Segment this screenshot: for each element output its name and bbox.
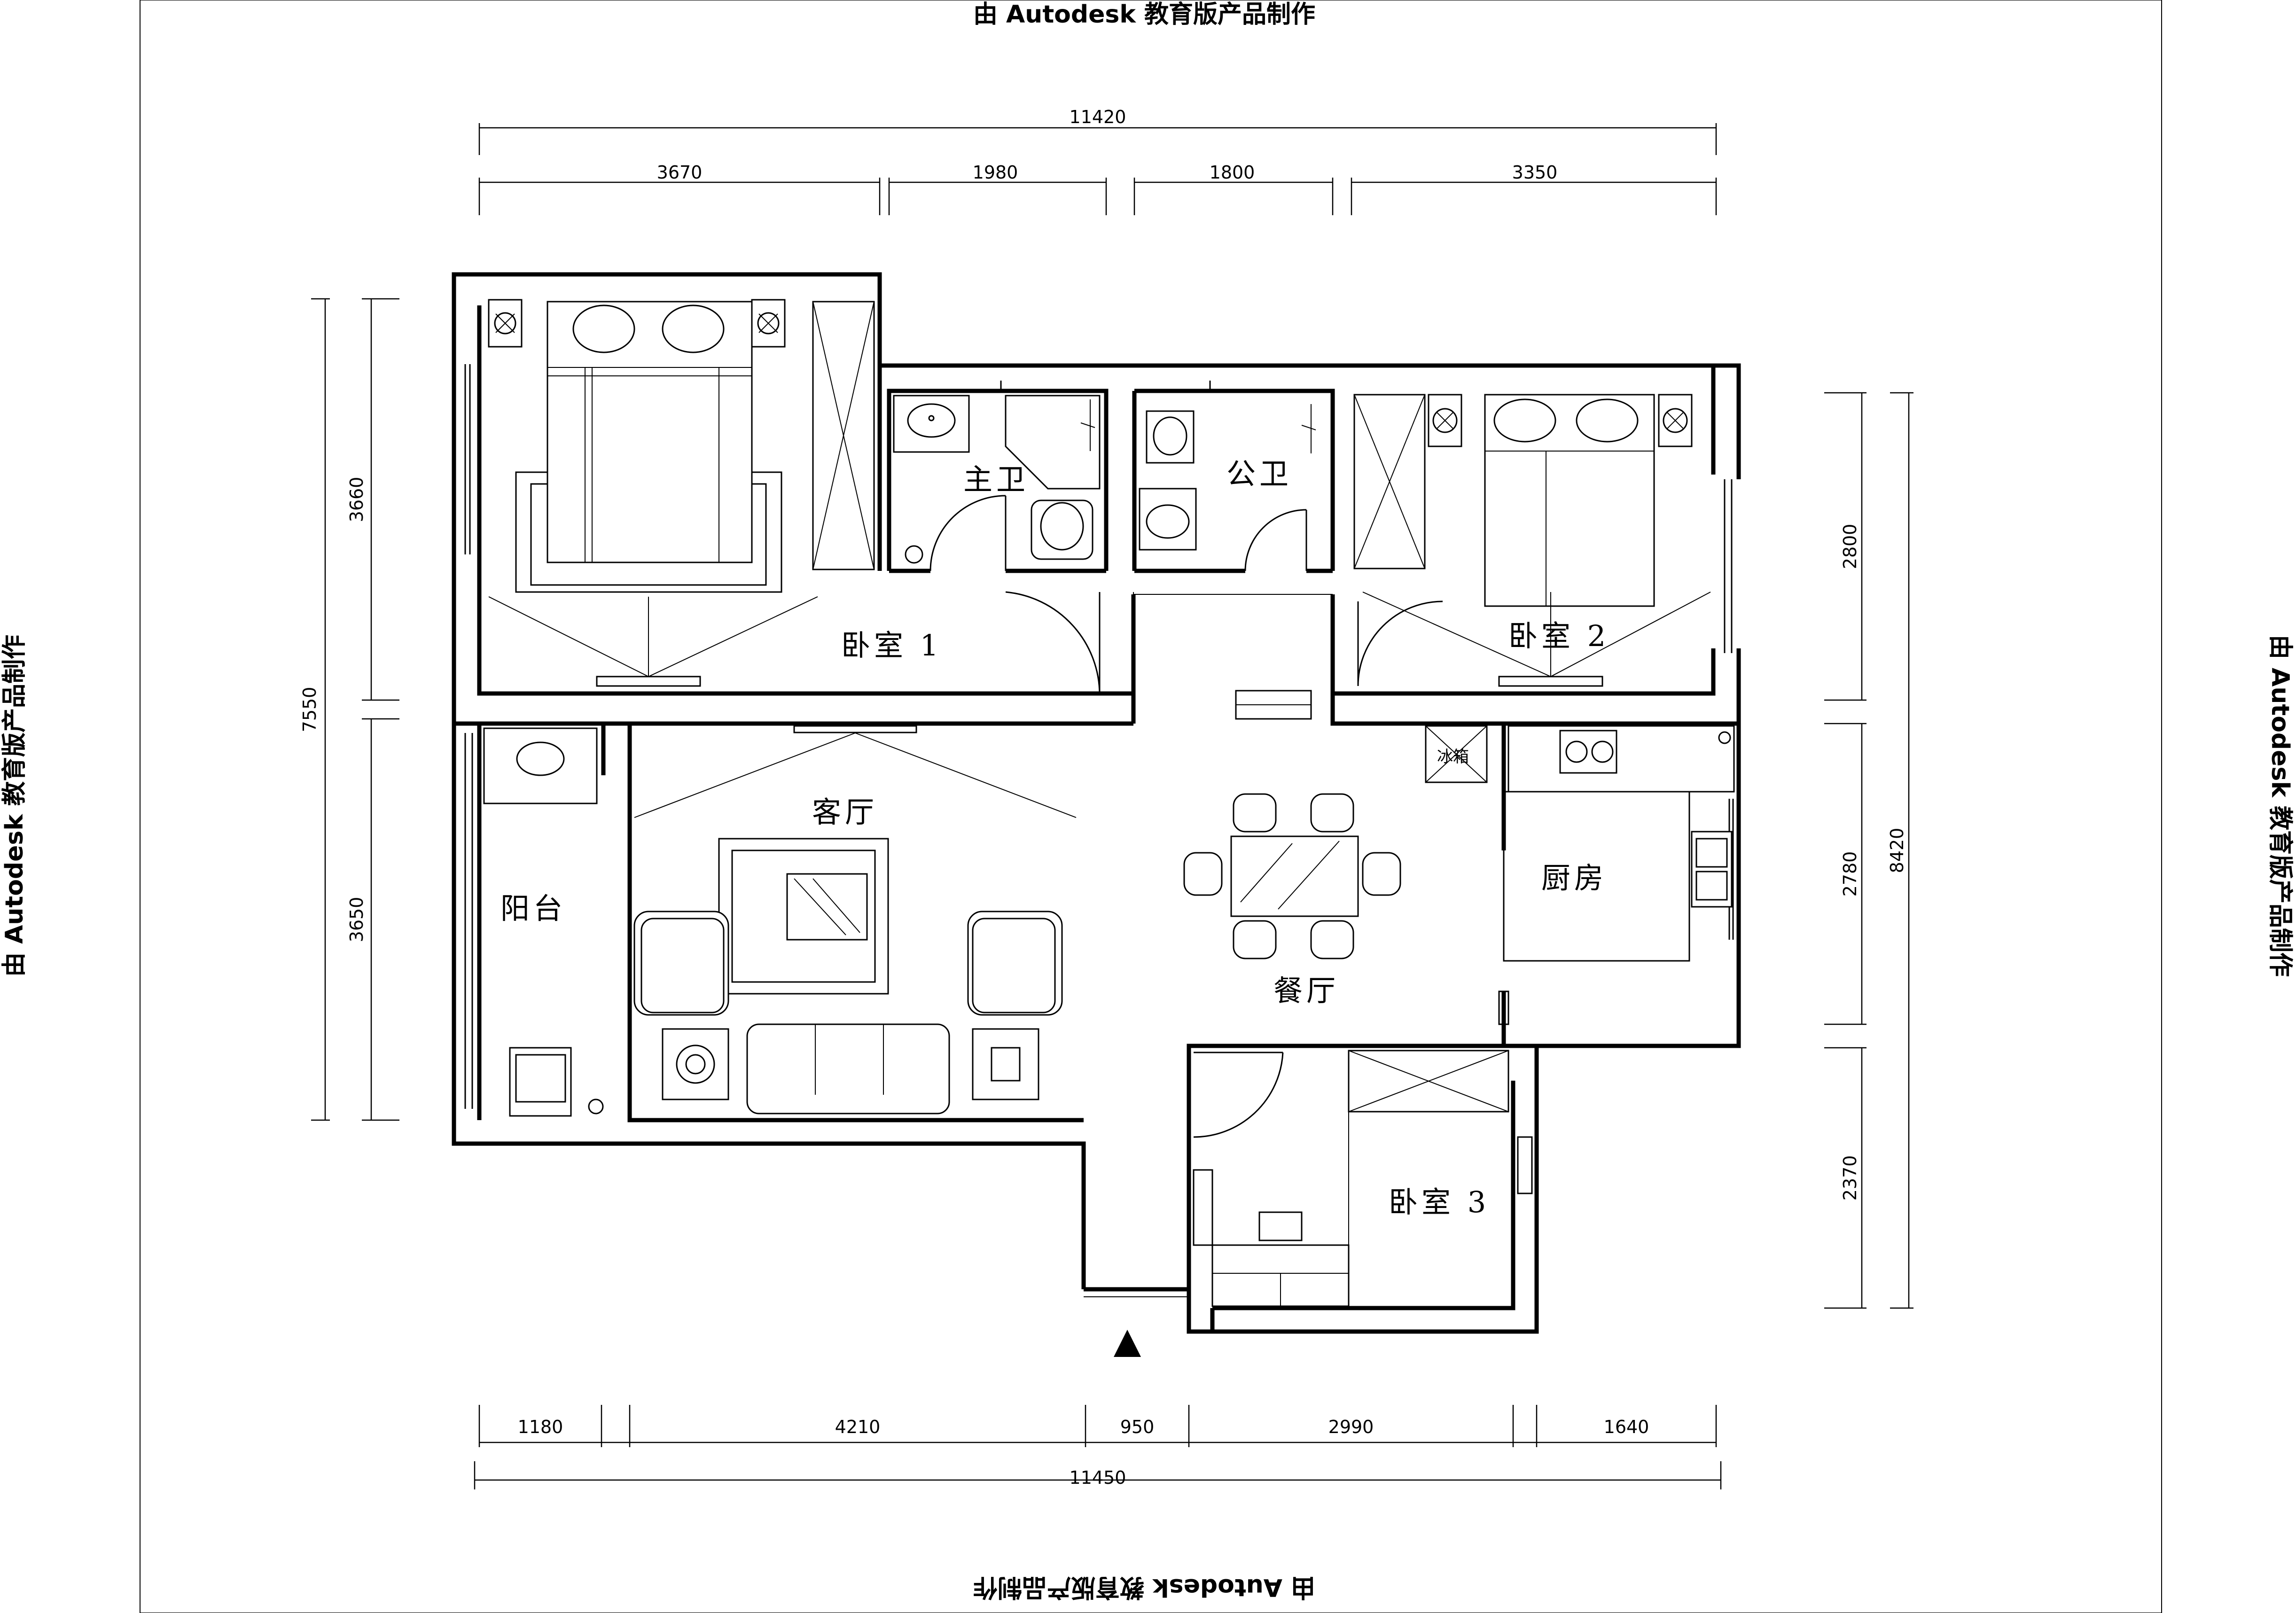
svg-text:3650: 3650	[346, 897, 367, 943]
bedroom2-furniture	[1353, 394, 1711, 687]
bedroom2-label: 卧室 2	[1508, 619, 1609, 653]
entrance-marker	[1114, 1330, 1141, 1357]
svg-text:950: 950	[1120, 1417, 1155, 1437]
balcony-label: 阳台	[500, 891, 566, 926]
svg-text:4210: 4210	[835, 1417, 881, 1437]
bottom-dimension-total: 11450	[474, 1461, 1722, 1489]
watermark-right: 由 Autodesk 教育版产品制作	[2266, 635, 2294, 977]
svg-text:1640: 1640	[1604, 1417, 1649, 1437]
balcony-fixtures	[483, 727, 604, 1117]
dining-room-furniture	[1183, 793, 1401, 959]
watermark-top: 由 Autodesk 教育版产品制作	[973, 0, 1315, 29]
svg-text:3350: 3350	[1512, 162, 1558, 183]
right-dimension-total: 8420	[1887, 392, 1913, 1309]
svg-text:2370: 2370	[1840, 1155, 1860, 1201]
bedroom3-furniture	[1193, 1050, 1509, 1307]
svg-text:2780: 2780	[1840, 851, 1860, 897]
bedroom1-label: 卧室 1	[841, 628, 942, 662]
svg-text:8420: 8420	[1887, 828, 1907, 873]
svg-text:2800: 2800	[1840, 524, 1860, 569]
master-bath-label: 主卫	[963, 462, 1029, 497]
svg-text:3670: 3670	[657, 162, 703, 183]
svg-text:1800: 1800	[1210, 162, 1255, 183]
bottom-dimension-segments: 1180 4210 950 2990 1640	[478, 1405, 1717, 1447]
dining-room-label: 餐厅	[1273, 974, 1339, 1008]
watermark-left: 由 Autodesk 教育版产品制作	[0, 635, 29, 977]
watermark-bottom: 由 Autodesk 教育版产品制作	[973, 1573, 1315, 1601]
public-bath-label: 公卫	[1226, 457, 1292, 491]
public-bath-fixtures	[1139, 404, 1316, 571]
right-dimension-segments: 2800 2780 2370	[1824, 392, 1866, 1309]
sheet-border	[140, 0, 2162, 1613]
living-room-furniture	[633, 725, 1077, 1114]
top-dimension-segments: 3670 1980 1800 3350	[478, 162, 1717, 215]
living-room-label: 客厅	[812, 795, 878, 829]
svg-text:3660: 3660	[346, 477, 367, 522]
kitchen-fixtures	[1425, 725, 1735, 1025]
bedroom3-label: 卧室 3	[1389, 1185, 1490, 1219]
left-dimension-total: 7550	[299, 298, 330, 1121]
left-dimension-segments: 3660 3650	[346, 298, 399, 1121]
svg-text:1180: 1180	[518, 1417, 563, 1437]
svg-text:1980: 1980	[973, 162, 1018, 183]
svg-text:11420: 11420	[1070, 107, 1126, 127]
kitchen-label: 厨房	[1541, 861, 1607, 895]
corridor-lines	[1084, 592, 1333, 1297]
fridge-label: 冰箱	[1437, 748, 1469, 766]
svg-text:7550: 7550	[299, 687, 320, 732]
master-bath-fixtures	[893, 395, 1101, 571]
svg-text:11450: 11450	[1070, 1467, 1126, 1488]
bedroom1-furniture	[488, 299, 1101, 696]
top-dimension-total: 11420	[478, 107, 1717, 155]
svg-text:2990: 2990	[1328, 1417, 1374, 1437]
